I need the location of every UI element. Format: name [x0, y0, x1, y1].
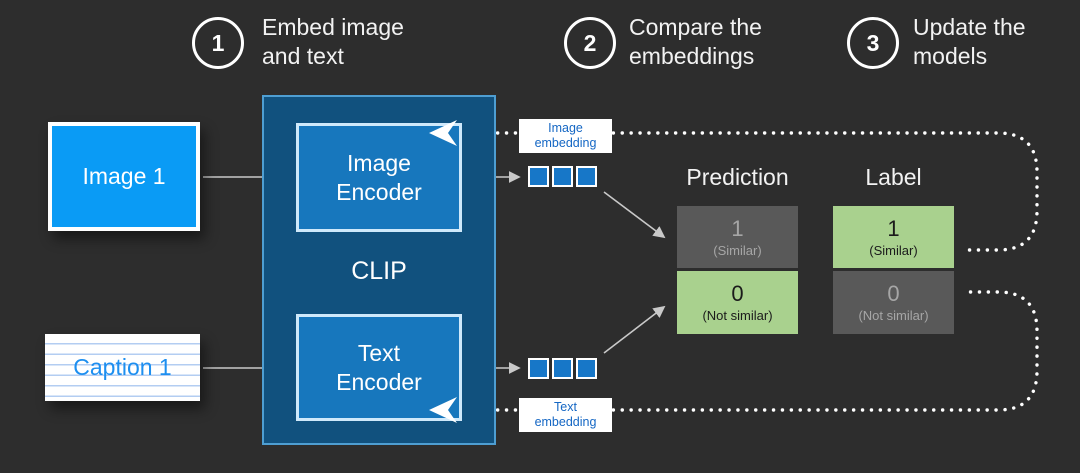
- update-loop-image-encoder: [460, 131, 1039, 252]
- image-embedding-tag: Image embedding: [519, 119, 612, 153]
- image-embedding-tag-text: Image embedding: [534, 121, 597, 150]
- text-encoder-label: Text Encoder: [336, 339, 422, 395]
- caption-card-text: Caption 1: [73, 354, 172, 380]
- image-encoder-box: Image Encoder: [296, 123, 462, 232]
- prediction-cell-similar: 1 (Similar): [677, 206, 798, 268]
- prediction-similar-caption: (Similar): [713, 242, 762, 258]
- clip-model-box: Image Encoder CLIP Text Encoder: [262, 95, 496, 445]
- embedding-cell: [528, 166, 549, 187]
- step-3-badge: 3: [847, 17, 899, 69]
- embedding-cell: [528, 358, 549, 379]
- text-embedding-tag: Text embedding: [519, 398, 612, 432]
- prediction-similar-value: 1: [731, 215, 744, 241]
- text-embedding-tag-text: Text embedding: [534, 400, 597, 429]
- image-card-text: Image 1: [82, 163, 166, 189]
- label-not-similar-caption: (Not similar): [858, 308, 929, 323]
- embedding-cell: [576, 358, 597, 379]
- prediction-not-similar-caption: (Not similar): [702, 308, 773, 323]
- prediction-title: Prediction: [686, 164, 789, 190]
- step-2-label: Compare the embeddings: [629, 14, 762, 69]
- label-similar-value: 1: [887, 215, 900, 241]
- image-embedding-vector: [528, 166, 597, 187]
- embedding-cell: [552, 358, 573, 379]
- image-input-card: Image 1: [48, 122, 200, 231]
- step-1-label: Embed image and text: [262, 14, 404, 69]
- step-2-badge: 2: [564, 17, 616, 69]
- text-embedding-vector: [528, 358, 597, 379]
- step-3-label: Update the models: [913, 14, 1026, 69]
- step-1-badge: 1: [192, 17, 244, 69]
- prediction-not-similar-value: 0: [731, 281, 744, 306]
- caption-input-card: Caption 1: [45, 334, 200, 401]
- image-encoder-label: Image Encoder: [336, 149, 422, 205]
- arrow-image-embedding-to-prediction: [603, 191, 666, 239]
- arrow-text-embedding-to-prediction: [603, 305, 666, 354]
- label-title: Label: [865, 164, 922, 190]
- label-similar-caption: (Similar): [869, 242, 918, 258]
- step-1-number: 1: [211, 29, 225, 56]
- embedding-cell: [552, 166, 573, 187]
- label-not-similar-value: 0: [887, 281, 900, 306]
- step-3-number: 3: [866, 29, 880, 56]
- prediction-cell-not-similar: 0 (Not similar): [677, 271, 798, 334]
- step-2-number: 2: [583, 29, 597, 56]
- clip-title: CLIP: [351, 257, 407, 285]
- label-cell-not-similar: 0 (Not similar): [833, 271, 954, 334]
- label-cell-similar: 1 (Similar): [833, 206, 954, 268]
- update-loop-text-encoder: [460, 290, 1039, 412]
- embedding-cell: [576, 166, 597, 187]
- text-encoder-box: Text Encoder: [296, 314, 462, 421]
